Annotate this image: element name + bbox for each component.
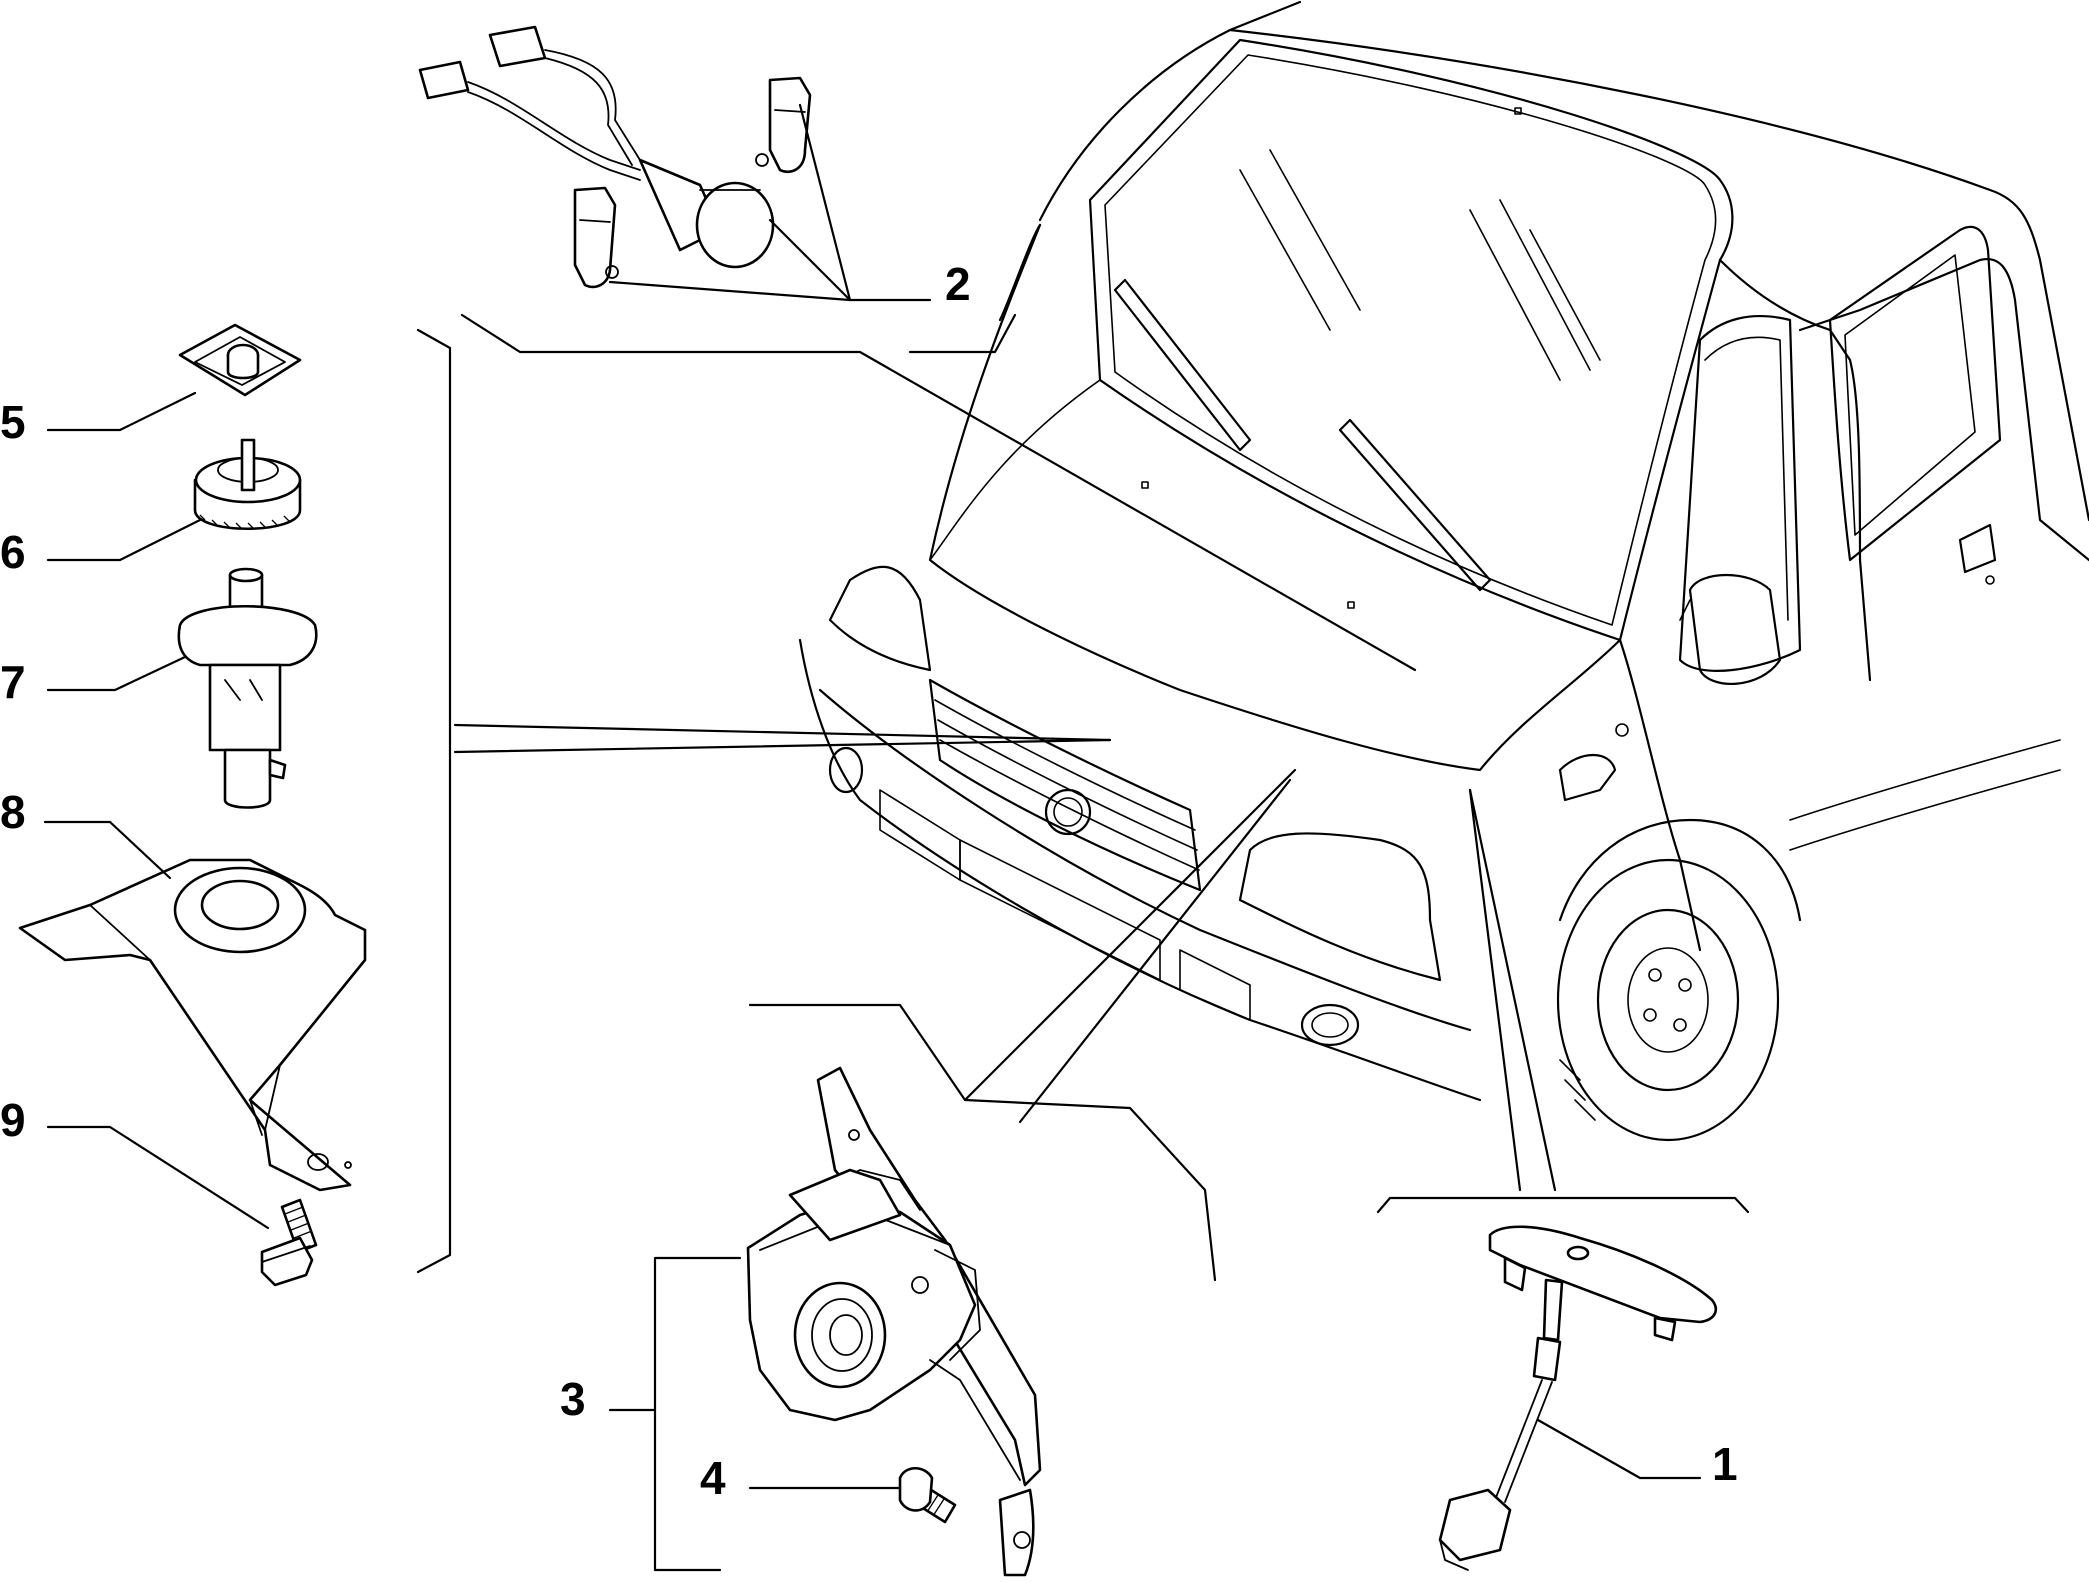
callout-1: 1 <box>1712 1438 1738 1490</box>
part-4-bolt <box>898 1466 957 1524</box>
part-3-horn-assembly <box>746 1066 1042 1577</box>
part-8-horn-bracket <box>18 858 367 1192</box>
part-5-clip <box>178 323 302 397</box>
part-9-bolt <box>260 1198 318 1287</box>
callout-4: 4 <box>700 1452 726 1504</box>
callout-5: 5 <box>0 396 26 448</box>
callout-8: 8 <box>0 786 26 838</box>
callout-6: 6 <box>0 526 26 578</box>
part-6-nut <box>193 438 302 530</box>
callout-9: 9 <box>0 1094 26 1146</box>
leader-lines <box>43 103 1750 1572</box>
callout-7: 7 <box>0 656 26 708</box>
part-2-washer-nozzle-harness <box>418 25 812 289</box>
callout-2: 2 <box>945 258 971 310</box>
part-7-mounting-stud <box>177 567 318 809</box>
part-1-level-sensor <box>1438 1225 1717 1571</box>
van-illustration <box>798 0 2089 1142</box>
callout-3: 3 <box>560 1373 586 1425</box>
